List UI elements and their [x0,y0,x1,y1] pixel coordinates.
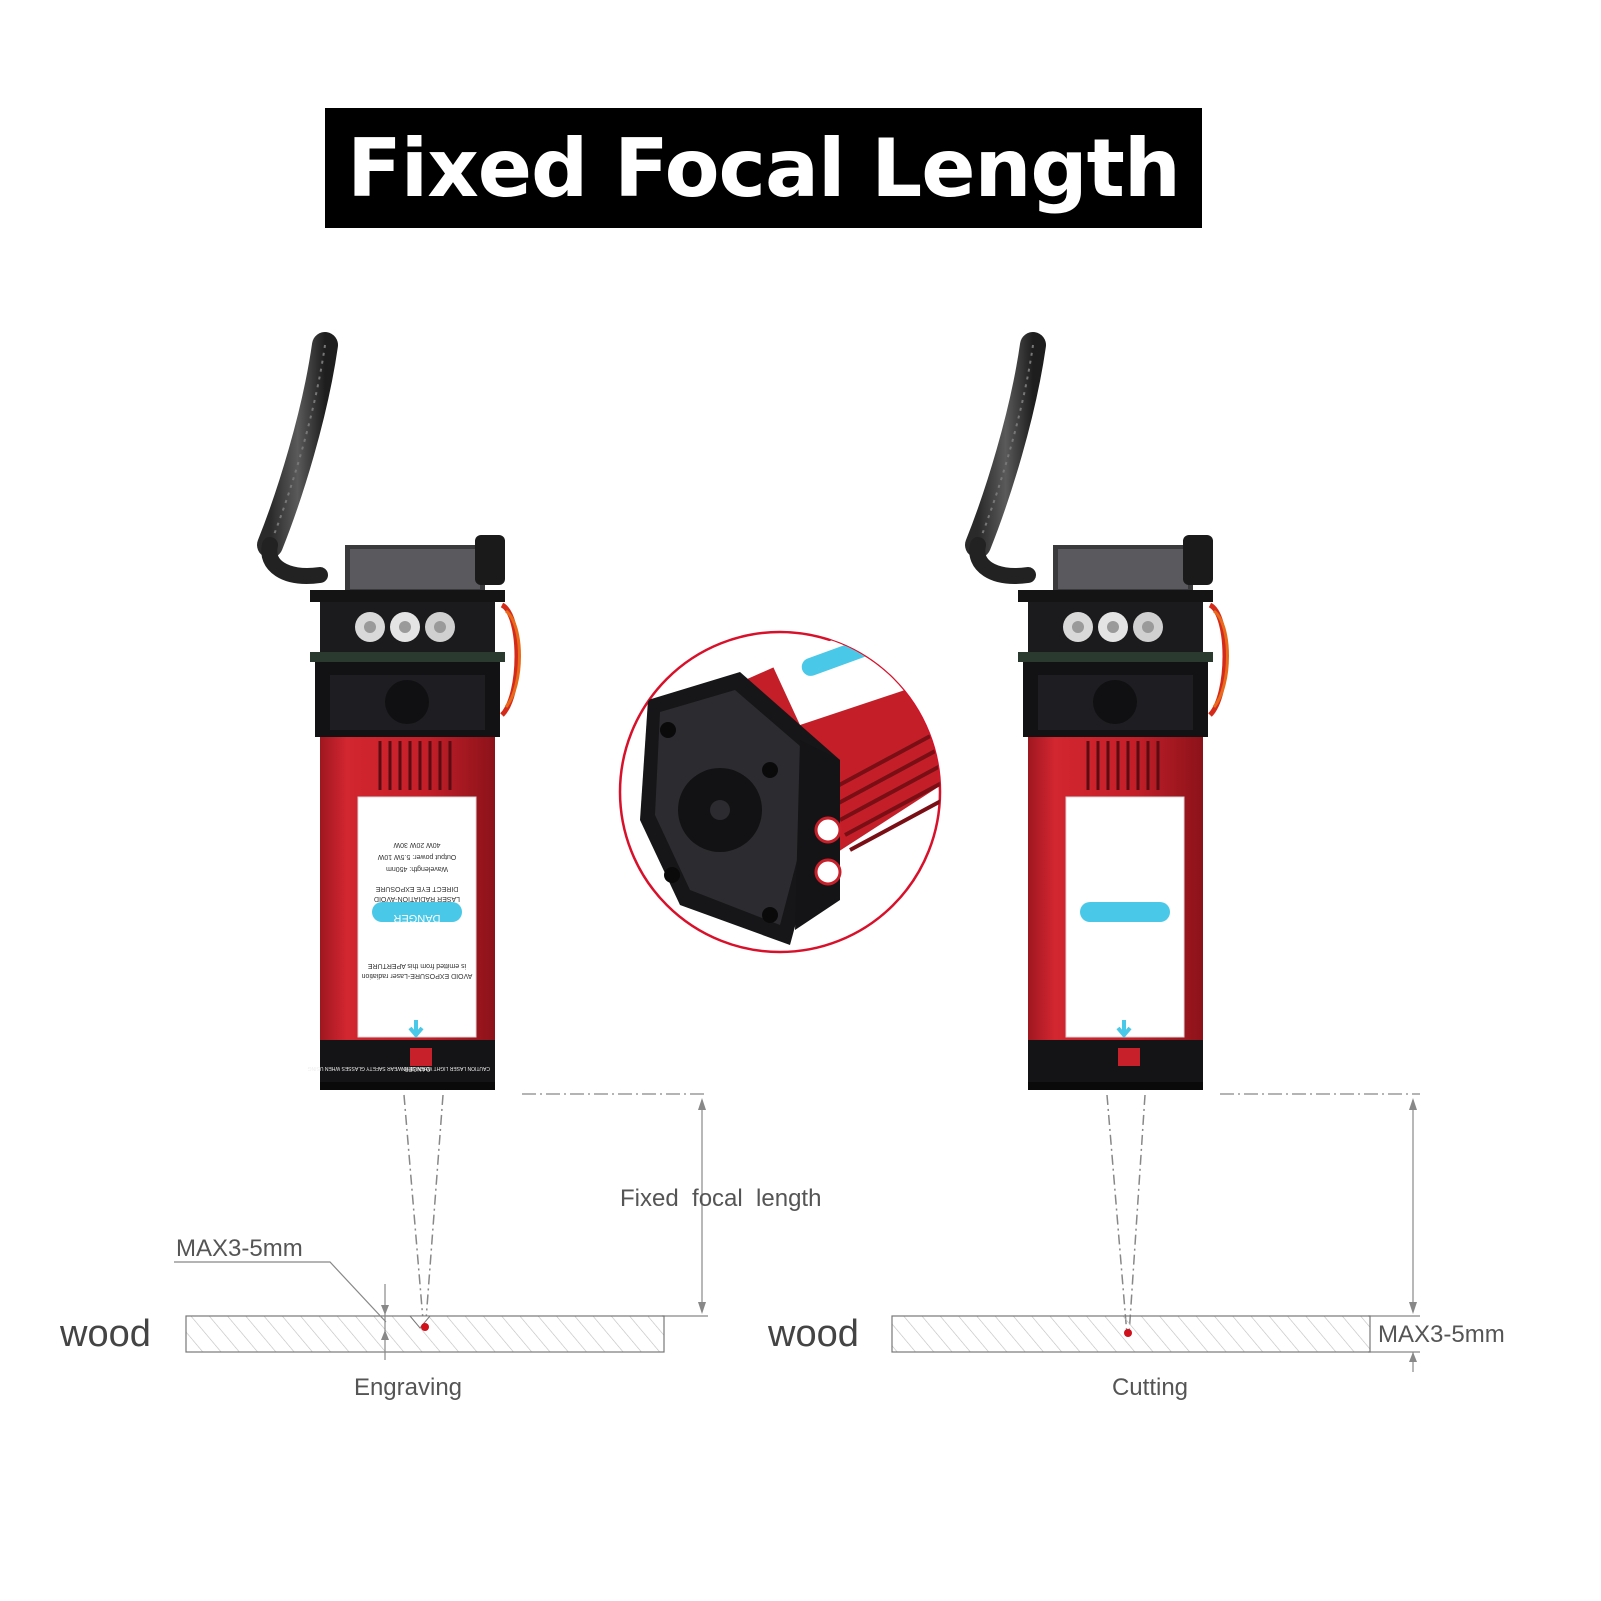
material-label-right: wood [767,1313,859,1355]
laser-module-left: AVOID EXPOSURE-Laser radiation is emitte… [269,345,519,1090]
closeup-circle [618,630,942,954]
engraving-diagram: MAX3-5mm Fixed focal length wood Engravi… [59,1093,821,1401]
engraving-depth-label: MAX3-5mm [176,1235,303,1262]
sticker-line1: AVOID EXPOSURE-Laser radiation [362,972,473,979]
focal-length-label: Fixed focal length [620,1185,821,1212]
cutting-caption: Cutting [1112,1374,1188,1401]
sticker-line2: is emitted from this APERTURE [368,962,467,969]
laser-module-right [977,345,1227,1090]
sticker-badge: DANGER [393,912,440,924]
cutting-depth-label: MAX3-5mm [1378,1321,1505,1348]
bottom-label-badge: DANGER [404,1065,430,1071]
engraving-caption: Engraving [354,1374,462,1401]
sticker-line5: Wavelength: 450nm [386,865,448,872]
title-banner: Fixed Focal Length [325,108,1202,228]
sticker-line7: 40W 20W 30W [393,841,440,848]
sticker-line6: Output power: 5.5W 10W [377,853,456,860]
bottom-label-left: CAUTION LASER LIGHT WHEN OPEN [401,1065,490,1071]
bottom-label-right: WEAR SAFETY GLASSES WHEN USING [308,1065,402,1071]
cutting-diagram: MAX3-5mm wood Cutting [767,1093,1505,1401]
material-label-left: wood [59,1313,151,1355]
sticker-line3: LASER RADIATION-AVOID [374,895,460,902]
sticker-line4: DIRECT EYE EXPOSURE [375,885,458,892]
page-title: Fixed Focal Length [347,121,1181,215]
